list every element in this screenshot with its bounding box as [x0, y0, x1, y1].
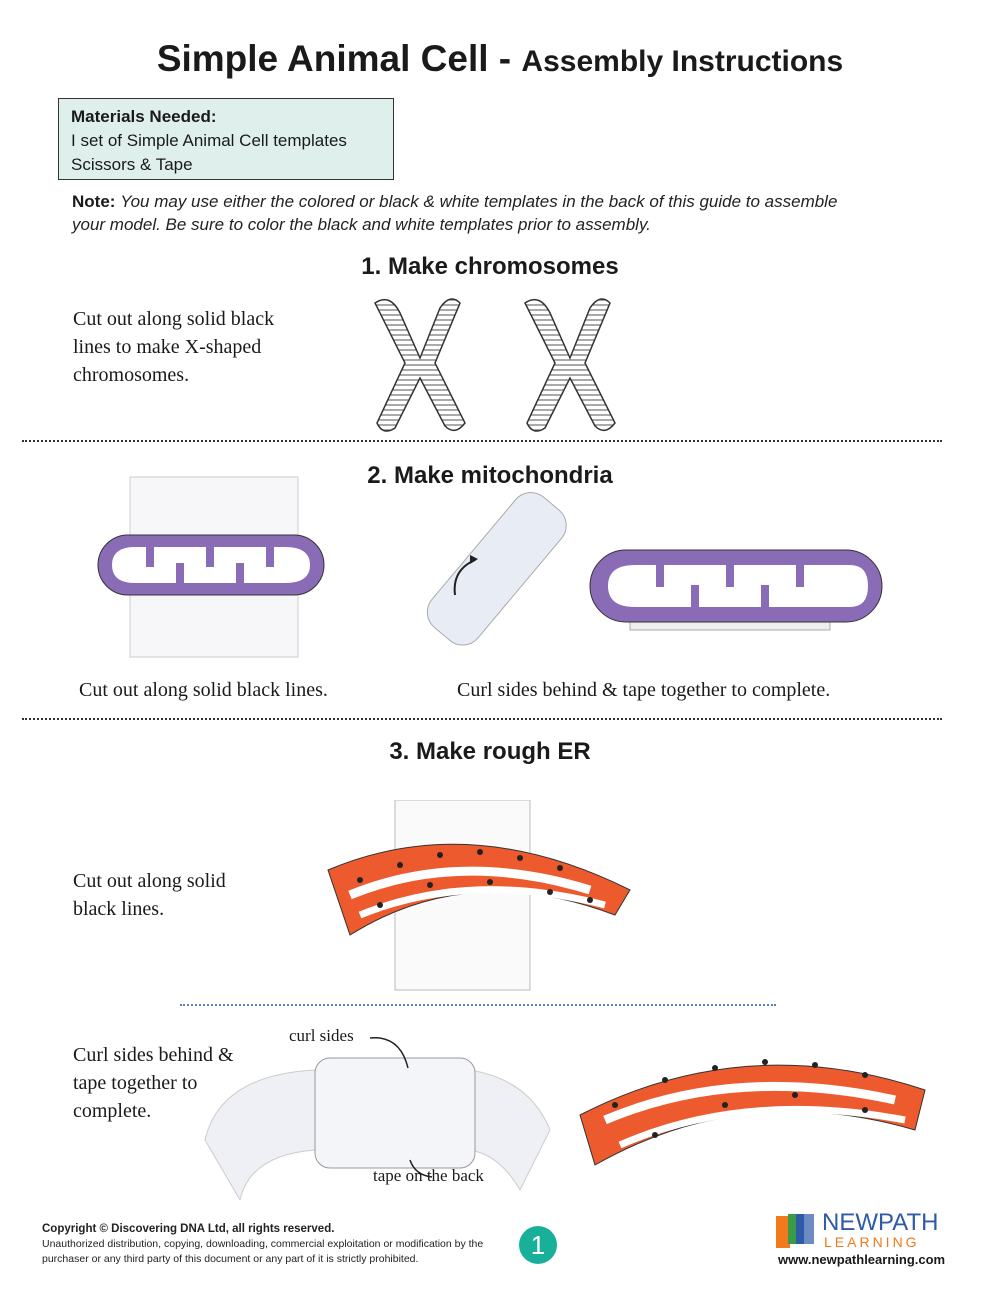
mitochondria-illustration: [97, 476, 883, 658]
rough-er-complete-illustration: [579, 1059, 926, 1166]
note: Note: You may use either the colored or …: [72, 192, 838, 234]
step3-text: Cut out along solid black lines.: [73, 870, 226, 920]
step1-heading: 1. Make chromosomes: [361, 253, 619, 280]
divider: [180, 1004, 776, 1006]
rough-er-template-illustration: [327, 800, 631, 991]
materials-item: Scissors & Tape: [71, 155, 193, 174]
divider: [22, 718, 942, 720]
step3-heading: 3. Make rough ER: [389, 738, 591, 765]
step2-caption-right: Curl sides behind & tape together to com…: [457, 679, 831, 701]
step2-caption-left: Cut out along solid black lines.: [79, 679, 328, 701]
copyright: Copyright © Discovering DNA Ltd, all rig…: [42, 1223, 335, 1235]
website-url[interactable]: www.newpathlearning.com: [778, 1252, 946, 1267]
materials-box: Materials Needed: I set of Simple Animal…: [58, 98, 394, 180]
divider: [22, 440, 942, 442]
rough-er-curl-illustration: [204, 1037, 551, 1200]
step1-text: Cut out along solid black lines to make …: [73, 308, 275, 386]
materials-item: I set of Simple Animal Cell templates: [71, 131, 347, 150]
footer-legal: Copyright © Discovering DNA Ltd, all rig…: [42, 1222, 512, 1267]
page-number: 1: [519, 1226, 557, 1264]
tape-label: tape on the back: [373, 1166, 484, 1185]
step3-text2: Curl sides behind & tape together to com…: [73, 1044, 234, 1122]
curl-sides-label: curl sides: [289, 1026, 354, 1045]
book-logo-icon: [776, 1214, 814, 1248]
legal-notice: Unauthorized distribution, copying, down…: [42, 1238, 484, 1265]
chromosomes-illustration: [374, 298, 616, 432]
step2-heading: 2. Make mitochondria: [367, 462, 613, 489]
materials-heading: Materials Needed:: [71, 107, 217, 126]
page-title: Simple Animal Cell - Assembly Instructio…: [156, 38, 844, 79]
